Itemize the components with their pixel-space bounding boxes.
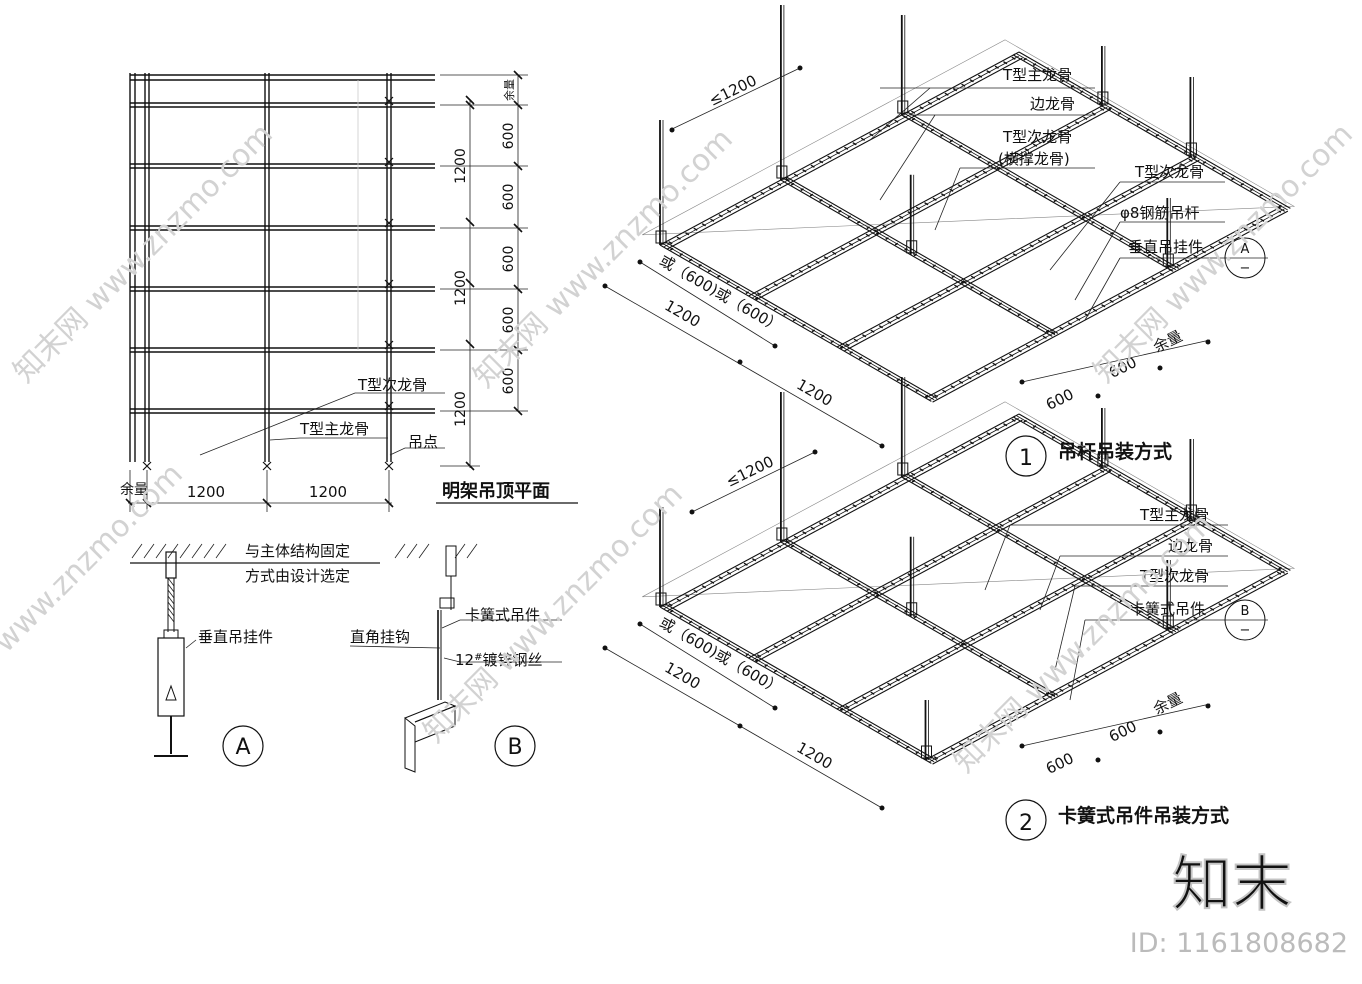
iso2-dim-right-1: 600 xyxy=(1106,717,1140,746)
plan-label-secondary: T型次龙骨 xyxy=(357,376,427,394)
iso2-label-secondary: T型次龙骨 xyxy=(1139,567,1209,585)
watermark-id: ID: 1161808682 xyxy=(1130,928,1348,959)
plan-label-main: T型主龙骨 xyxy=(299,420,369,438)
iso2-title: 卡簧式吊件吊装方式 xyxy=(1058,804,1229,827)
iso2-label-edge: 边龙骨 xyxy=(1168,537,1213,555)
iso-view-1 xyxy=(642,5,1296,403)
iso1-label-main: T型主龙骨 xyxy=(1002,66,1072,84)
watermark-site-6: 知末网 www.znzmo.com xyxy=(947,507,1220,780)
plan-dim-inner-1: 600 xyxy=(501,123,517,150)
iso1-title: 吊杆吊装方式 xyxy=(1058,440,1172,463)
watermark-site-1: 知末网 www.znzmo.com xyxy=(7,117,280,390)
detail-b-tag: B xyxy=(507,735,522,760)
iso2-dim-right-2: 600 xyxy=(1043,749,1077,778)
plan-dim-outer-1: 1200 xyxy=(453,148,469,184)
watermark-site-5: 知末网 www.znzmo.com xyxy=(417,477,690,750)
iso1-dim-left1: 或（600)或（600） xyxy=(656,251,785,336)
iso2-annotations: T型主龙骨 边龙骨 T型次龙骨 卡簧式吊件 B − ≤1200 或（600)或（… xyxy=(602,449,1268,841)
iso1-label-secondary2: T型次龙骨 xyxy=(1134,163,1204,181)
plan-dim-bottom-0: 余量 xyxy=(120,481,148,498)
plan-dim-bottom-2: 1200 xyxy=(309,483,347,501)
watermark-site-4: 知末网 www.znzmo.com xyxy=(0,457,190,730)
plan-label-point: 吊点 xyxy=(408,433,438,451)
iso1-label-edge: 边龙骨 xyxy=(1030,95,1075,113)
detail-b-wire: 12#镀锌钢丝 xyxy=(455,651,543,669)
detail-b-clip: 卡簧式吊件 xyxy=(465,606,540,624)
iso2-label-main: T型主龙骨 xyxy=(1139,506,1209,524)
iso2-dim-left2: 1200 xyxy=(661,658,703,693)
iso-view-2 xyxy=(642,377,1296,765)
plan-dim-outer-2: 1200 xyxy=(453,270,469,306)
iso2-callout-sub: − xyxy=(1240,623,1251,638)
iso1-dim-left2: 1200 xyxy=(661,296,703,331)
ceiling-plan: 1200 1200 1200 余量 600 600 600 600 600 余量… xyxy=(120,70,578,512)
detail-a-fix-line2: 方式由设计选定 xyxy=(245,567,350,585)
detail-a-fix-line1: 与主体结构固定 xyxy=(245,542,350,560)
iso2-number: 2 xyxy=(1019,811,1033,836)
iso1-label-hanger: 垂直吊挂件 xyxy=(1128,238,1203,256)
iso2-callout: B xyxy=(1241,604,1250,619)
plan-title: 明架吊顶平面 xyxy=(442,480,550,502)
iso1-callout: A xyxy=(1241,242,1250,257)
iso1-label-secondary: T型次龙骨 xyxy=(1002,128,1072,146)
plan-dim-inner-0: 余量 xyxy=(502,79,516,101)
detail-b-hook: 直角挂钩 xyxy=(350,628,410,646)
plan-dim-bottom-1: 1200 xyxy=(187,483,225,501)
plan-dim-inner-4: 600 xyxy=(501,307,517,334)
plan-dim-inner-3: 600 xyxy=(501,246,517,273)
detail-b: 卡簧式吊件 直角挂钩 12#镀锌钢丝 B xyxy=(349,543,562,773)
detail-a-tag: A xyxy=(235,735,250,760)
iso2-label-clip: 卡簧式吊件 xyxy=(1130,600,1205,618)
plan-dim-outer-3: 1200 xyxy=(453,391,469,427)
iso1-dim-bottom: 1200 xyxy=(793,375,835,410)
iso1-dim-top: ≤1200 xyxy=(706,71,760,109)
detail-a: 与主体结构固定 方式由设计选定 垂直吊挂件 A xyxy=(130,542,380,767)
iso1-dim-right-2: 600 xyxy=(1043,385,1077,414)
watermark-logo: 知末 xyxy=(1172,850,1292,920)
iso1-number: 1 xyxy=(1019,446,1033,471)
iso2-dim-left1: 或（600)或（600） xyxy=(656,613,785,698)
detail-a-hanger: 垂直吊挂件 xyxy=(198,628,273,646)
iso1-annotations: T型主龙骨 边龙骨 T型次龙骨 (横撑龙骨) T型次龙骨 φ8钢筋吊杆 垂直吊挂… xyxy=(602,65,1268,477)
iso1-label-rod: φ8钢筋吊杆 xyxy=(1120,204,1199,222)
iso1-label-cross: (横撑龙骨) xyxy=(998,150,1070,168)
iso2-dim-bottom: 1200 xyxy=(793,738,835,773)
plan-dim-inner-2: 600 xyxy=(501,184,517,211)
iso2-dim-top: ≤1200 xyxy=(723,452,777,490)
iso1-callout-sub: − xyxy=(1240,261,1251,276)
plan-dim-inner-5: 600 xyxy=(501,368,517,395)
